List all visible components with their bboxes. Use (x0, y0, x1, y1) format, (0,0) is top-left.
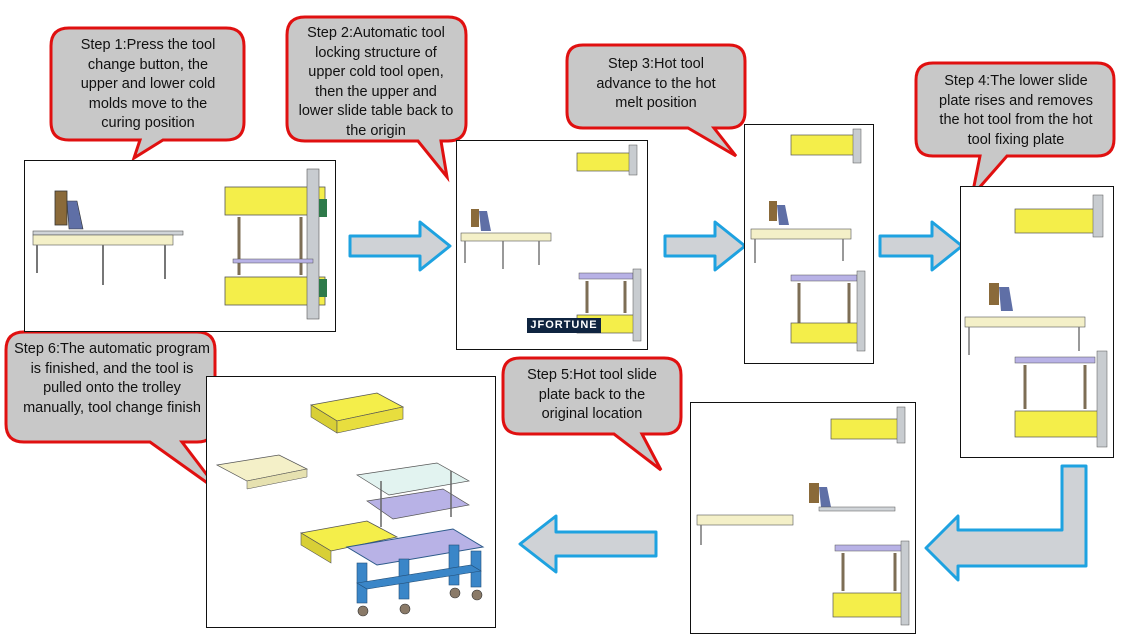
step-2-image (456, 140, 648, 350)
step-4-caption: Step 4:The lower slide plate rises and r… (939, 73, 1093, 148)
step-4-image (960, 186, 1114, 458)
step-2-caption: Step 2:Automatic tool locking structure … (298, 25, 454, 139)
step-6-image (206, 376, 496, 628)
arrow-right-3-icon (878, 220, 964, 272)
step-6-caption: Step 6:The automatic program is finished… (14, 341, 210, 416)
step-5-image (690, 402, 916, 634)
arrow-right-1-icon (348, 220, 452, 272)
step-3-image (744, 124, 874, 364)
step-5-caption: Step 5:Hot tool slide plate back to the … (527, 367, 657, 422)
arrow-l-turn-icon (924, 464, 1088, 582)
step-1-image (24, 160, 336, 332)
company-logo: JFORTUNE (527, 318, 601, 333)
arrow-left-icon (518, 514, 658, 574)
arrow-right-2-icon (663, 220, 747, 272)
step-3-caption: Step 3:Hot tool advance to the hot melt … (596, 56, 716, 111)
step-1-caption: Step 1:Press the tool change button, the… (80, 37, 216, 131)
